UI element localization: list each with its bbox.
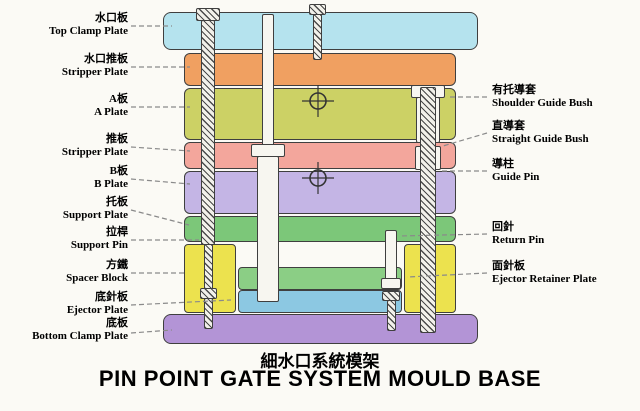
label-return-pin: 回針 Return Pin: [492, 221, 640, 247]
label-top-clamp-plate-cn: 水口板: [95, 12, 128, 24]
return-pin-head: [381, 278, 401, 289]
leader-stripper-plate-lower: [130, 146, 191, 152]
label-ejector-plate-en: Ejector Plate: [66, 304, 128, 316]
label-b-plate-en: B Plate: [94, 178, 128, 190]
label-spacer-block-en: Spacer Block: [66, 272, 128, 284]
leader-b-plate: [130, 178, 191, 185]
label-spacer-block-cn: 方鐵: [106, 259, 128, 271]
top-center-bolt-shaft: [313, 14, 322, 60]
label-stripper-plate-upper-en: Stripper Plate: [61, 66, 128, 78]
label-ejector-retainer-plate-cn: 面針板: [492, 260, 525, 272]
retainer-screw-shaft: [387, 300, 396, 331]
support-pin-shaft: [201, 20, 215, 245]
label-support-plate: 托板 Support Plate: [0, 196, 128, 222]
label-top-clamp-plate: 水口板 Top Clamp Plate: [0, 12, 128, 38]
label-ejector-retainer-plate: 面針板 Ejector Retainer Plate: [492, 260, 640, 286]
label-ejector-plate-cn: 底針板: [95, 291, 128, 303]
label-stripper-plate-upper: 水口推板 Stripper Plate: [0, 53, 128, 79]
leader-support-plate: [130, 209, 190, 226]
label-guide-pin-en: Guide Pin: [492, 171, 540, 183]
label-straight-guide-bush-cn: 直導套: [492, 120, 525, 132]
label-bottom-clamp-plate: 底板 Bottom Clamp Plate: [0, 317, 128, 343]
support-plate-part: [184, 216, 456, 242]
label-top-clamp-plate-en: Top Clamp Plate: [48, 25, 128, 37]
label-bottom-clamp-plate-cn: 底板: [106, 317, 128, 329]
ejector-retainer-plate-part: [238, 267, 402, 290]
sprue-puller-rod: [262, 14, 274, 147]
support-screw-shaft: [204, 298, 213, 329]
label-stripper-plate-lower-en: Stripper Plate: [61, 146, 128, 158]
label-support-plate-cn: 托板: [106, 196, 128, 208]
label-guide-pin: 導柱 Guide Pin: [492, 158, 640, 184]
guide-pin-shaft: [420, 87, 436, 333]
label-bottom-clamp-plate-en: Bottom Clamp Plate: [32, 330, 128, 342]
diagram-title-chinese: 細水口系統模架: [260, 352, 380, 371]
label-a-plate: A板 A Plate: [0, 93, 128, 119]
label-support-pin: 拉桿 Support Pin: [0, 226, 128, 252]
label-ejector-plate: 底針板 Ejector Plate: [0, 291, 128, 317]
label-straight-guide-bush: 直導套 Straight Guide Bush: [492, 120, 640, 146]
label-guide-pin-cn: 導柱: [492, 158, 514, 170]
label-b-plate-cn: B板: [109, 165, 128, 177]
stripper-plate-lower-part: [184, 142, 456, 169]
ejector-plate-part: [238, 290, 402, 313]
label-stripper-plate-lower: 推板 Stripper Plate: [0, 133, 128, 159]
b-plate-part: [184, 171, 456, 214]
label-spacer-block: 方鐵 Spacer Block: [0, 259, 128, 285]
label-shoulder-guide-bush-cn: 有托導套: [492, 84, 536, 96]
label-return-pin-cn: 回針: [492, 221, 514, 233]
label-a-plate-cn: A板: [109, 93, 128, 105]
label-return-pin-en: Return Pin: [492, 234, 545, 246]
label-a-plate-en: A Plate: [94, 106, 128, 118]
support-pin-lower-shaft: [204, 244, 213, 290]
return-pin-shaft: [385, 230, 397, 280]
label-stripper-plate-upper-cn: 水口推板: [84, 53, 128, 65]
diagram-title-english: PIN POINT GATE SYSTEM MOULD BASE: [98, 366, 542, 391]
label-shoulder-guide-bush: 有托導套 Shoulder Guide Bush: [492, 84, 640, 110]
label-ejector-retainer-plate-en: Ejector Retainer Plate: [492, 273, 597, 285]
label-support-pin-cn: 拉桿: [106, 226, 128, 238]
label-b-plate: B板 B Plate: [0, 165, 128, 191]
label-support-pin-en: Support Pin: [70, 239, 128, 251]
label-support-plate-en: Support Plate: [62, 209, 128, 221]
support-pin-head: [196, 8, 220, 21]
center-column-shaft: [257, 156, 279, 302]
label-stripper-plate-lower-cn: 推板: [106, 133, 128, 145]
label-shoulder-guide-bush-en: Shoulder Guide Bush: [492, 97, 593, 109]
label-straight-guide-bush-en: Straight Guide Bush: [492, 133, 589, 145]
